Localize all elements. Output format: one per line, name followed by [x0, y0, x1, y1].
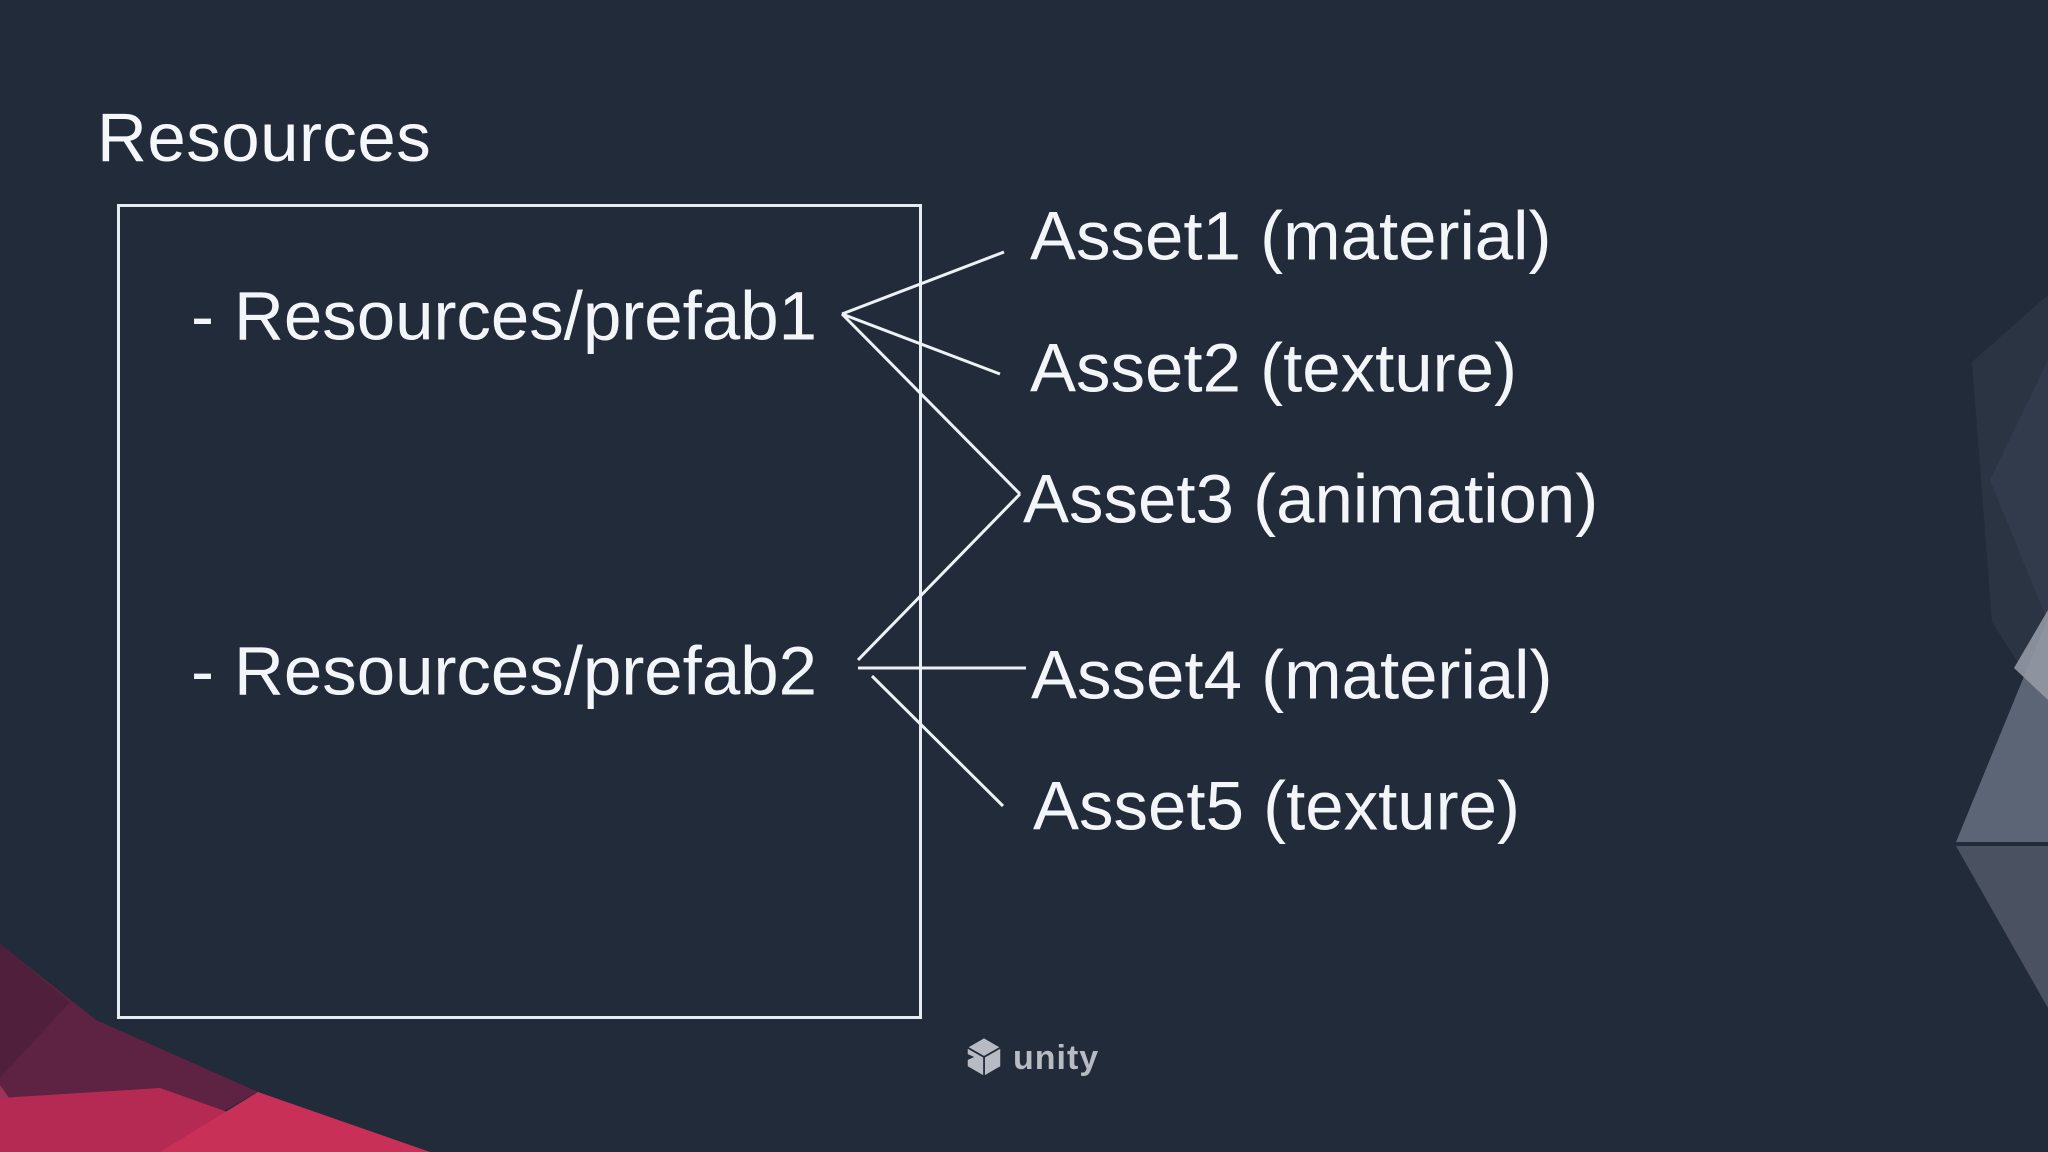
decor-maroon-dark-wedge [0, 944, 70, 1078]
decor-pale-pink-sliver [0, 1085, 47, 1152]
decor-right-subtle-shape [1972, 295, 2048, 710]
asset1-label: Asset1 (material) [1030, 197, 1552, 275]
prefab2-label: -Resources/prefab2 [191, 637, 817, 706]
prefab2-path: Resources/prefab2 [233, 632, 817, 710]
decor-right-lower-triangle [1956, 846, 2048, 1008]
decor-bright-crimson-triangle [160, 1092, 430, 1152]
unity-wordmark: unity [1013, 1039, 1100, 1077]
unity-cube-icon [962, 1035, 1002, 1079]
unity-logo: unity [962, 1034, 1099, 1080]
prefab2-bullet: - [191, 632, 214, 710]
prefab1-path: Resources/prefab1 [233, 277, 817, 355]
asset4-label: Asset4 (material) [1031, 636, 1553, 714]
decor-right-gray-triangle [1956, 618, 2048, 842]
decor-crimson-band [0, 1088, 340, 1152]
prefab1-bullet: - [191, 277, 214, 355]
asset2-label: Asset2 (texture) [1030, 329, 1518, 407]
prefab1-label: -Resources/prefab1 [191, 282, 817, 351]
slide-title: Resources [97, 99, 432, 176]
decor-right-light-triangle [2014, 610, 2048, 700]
decor-right-faint-shape [1990, 360, 2048, 622]
asset3-label: Asset3 (animation) [1023, 460, 1599, 538]
asset5-label: Asset5 (texture) [1033, 767, 1521, 845]
